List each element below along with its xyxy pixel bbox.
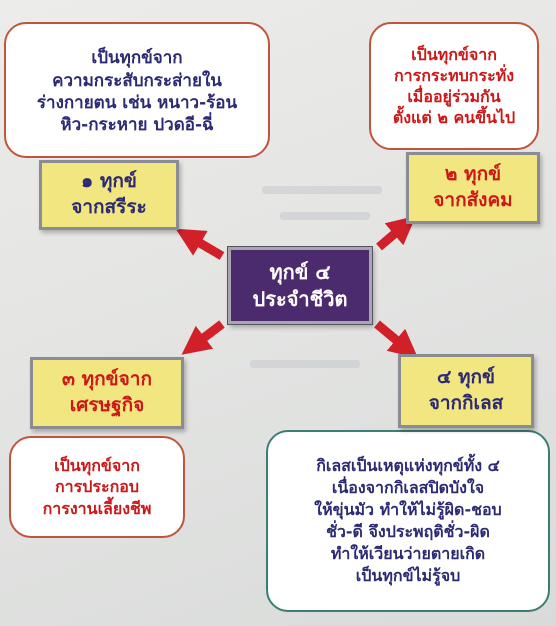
description-line: ให้ขุ่นมัว ทำให้ไม่รู้ผิด-ชอบ xyxy=(314,499,502,519)
label-line: ๑ ทุกข์ xyxy=(81,170,137,193)
description-line: ทำให้เวียนว่ายตายเกิด xyxy=(330,544,486,564)
description-line: การประกอบ xyxy=(54,477,140,497)
arrow-to-node-3 xyxy=(181,320,225,355)
arrow-to-node-1 xyxy=(175,228,225,260)
description-line: ชั่ว-ดี จึงประพฤติชั่ว-ผิด xyxy=(326,522,490,541)
label-line: ๔ ทุกข์ xyxy=(436,366,495,389)
node-1-description: เป็นทุกข์จาก ความกระสับกระส่ายใน ร่างกาย… xyxy=(4,22,270,158)
label-line: จากสรีระ xyxy=(71,196,147,218)
node-4-description: กิเลสเป็นเหตุแห่งทุกข์ทั้ง ๔ เนื่องจากกิ… xyxy=(266,430,550,612)
description-line: เมื่ออยู่ร่วมกัน xyxy=(407,87,501,106)
node-2-description: เป็นทุกข์จาก การกระทบกระทั่ง เมื่ออยู่ร่… xyxy=(369,22,539,150)
center-title-line: ทุกข์ ๔ xyxy=(269,259,331,284)
description-line: เนื่องจากกิเลสปิดบังใจ xyxy=(331,477,485,497)
center-title-line: ประจำชีวิต xyxy=(252,286,348,311)
label-line: จากสังคม xyxy=(433,189,513,211)
center-title-box: ทุกข์ ๔ ประจำชีวิต xyxy=(228,247,372,324)
description-line: การกระทบกระทั่ง xyxy=(393,65,515,85)
node-4-label: ๔ ทุกข์ จากกิเลส xyxy=(398,354,534,428)
arrow-to-node-4 xyxy=(374,320,419,359)
label-line: ๓ ทุกข์จาก xyxy=(62,368,152,391)
node-1-label: ๑ ทุกข์ จากสรีระ xyxy=(39,160,179,230)
description-line: ความกระสับกระส่ายใน xyxy=(52,70,222,91)
arrow-to-node-2 xyxy=(376,215,416,251)
description-line: เป็นทุกข์จาก xyxy=(91,48,183,69)
node-3-description: เป็นทุกข์จาก การประกอบ การงานเลี้ยงชีพ xyxy=(9,436,185,538)
node-2-label: ๒ ทุกข์ จากสังคม xyxy=(406,152,540,224)
background-line xyxy=(280,212,370,220)
background-line xyxy=(250,360,360,368)
label-line: ๒ ทุกข์ xyxy=(444,163,502,186)
label-line: จากกิเลส xyxy=(428,392,504,414)
description-line: เป็นทุกข์ไม่รู้จบ xyxy=(355,566,461,586)
description-line: ร่างกายตน เช่น หนาว-ร้อน xyxy=(36,93,238,113)
label-line: เศรษฐกิจ xyxy=(69,394,145,416)
description-line: หิว-กระหาย ปวดอี-ฉี่ xyxy=(60,115,214,136)
description-line: เป็นทุกข์จาก xyxy=(411,44,497,64)
background-line xyxy=(262,186,382,194)
node-3-label: ๓ ทุกข์จาก เศรษฐกิจ xyxy=(30,357,184,429)
description-line: เป็นทุกข์จาก xyxy=(54,456,140,476)
description-line: การงานเลี้ยงชีพ xyxy=(42,498,152,518)
description-line: กิเลสเป็นเหตุแห่งทุกข์ทั้ง ๔ xyxy=(316,455,500,475)
description-line: ตั้งแต่ ๒ คนขึ้นไป xyxy=(392,108,516,128)
